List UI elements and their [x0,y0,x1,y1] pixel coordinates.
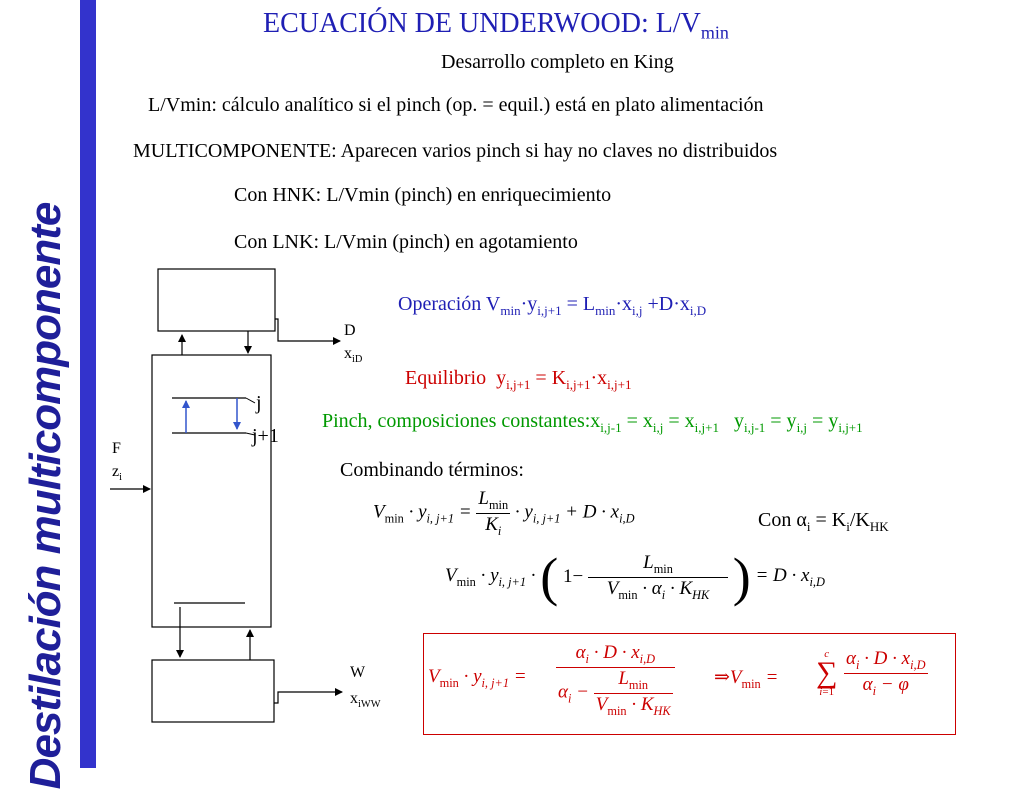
label-D: D [344,322,356,339]
text-line-lnk: Con LNK: L/Vmin (pinch) en agotamiento [234,231,578,253]
text-line-multicomponente: MULTICOMPONENTE: Aparecen varios pinch s… [133,140,778,162]
underwood-boxed-equation: Vmin · yi, j+1 = αi · D · xi,D αi − Lmin… [423,633,956,735]
sidebar-accent-bar [80,0,96,768]
label-W: W [350,664,366,681]
label-xiWW: xiWW [350,690,381,711]
label-zi: zi [112,463,122,484]
slide-title-sub: min [700,22,729,43]
distillate-line [275,318,341,345]
alpha-definition: Con αi = Ki/KHK [758,509,889,534]
pinch-equation: Pinch, composiciones constantes:xi,j-1 =… [322,410,863,435]
label-xiD: xiD [344,345,363,366]
label-j: j [256,392,262,414]
slide-subtitle: Desarrollo completo en King [441,51,674,73]
equilibrium-equation: Equilibrio yi,j+1 = Ki,j+1·xi,j+1 [405,367,632,392]
text-line-lvmin: L/Vmin: cálculo analítico si el pinch (o… [148,94,764,116]
reboiler-box [151,659,275,723]
condenser-box [157,268,276,332]
sidebar-vertical-title: Destilación multicomponente [21,202,70,789]
distillation-column-diagram [110,268,343,723]
bottoms-line [274,688,343,704]
text-line-hnk: Con HNK: L/Vmin (pinch) en enriquecimien… [234,184,612,206]
slide-title-main: ECUACIÓN DE UNDERWOOD: L/V [263,8,701,39]
combining-label: Combinando términos: [340,459,524,481]
slide-title: ECUACIÓN DE UNDERWOOD: L/Vmin [263,8,729,44]
column-body [151,354,272,628]
label-j1: j+1 [252,425,279,447]
label-F: F [112,440,121,457]
operation-equation: Operación Vmin·yi,j+1 = Lmin·xi,j +D·xi,… [398,293,707,318]
